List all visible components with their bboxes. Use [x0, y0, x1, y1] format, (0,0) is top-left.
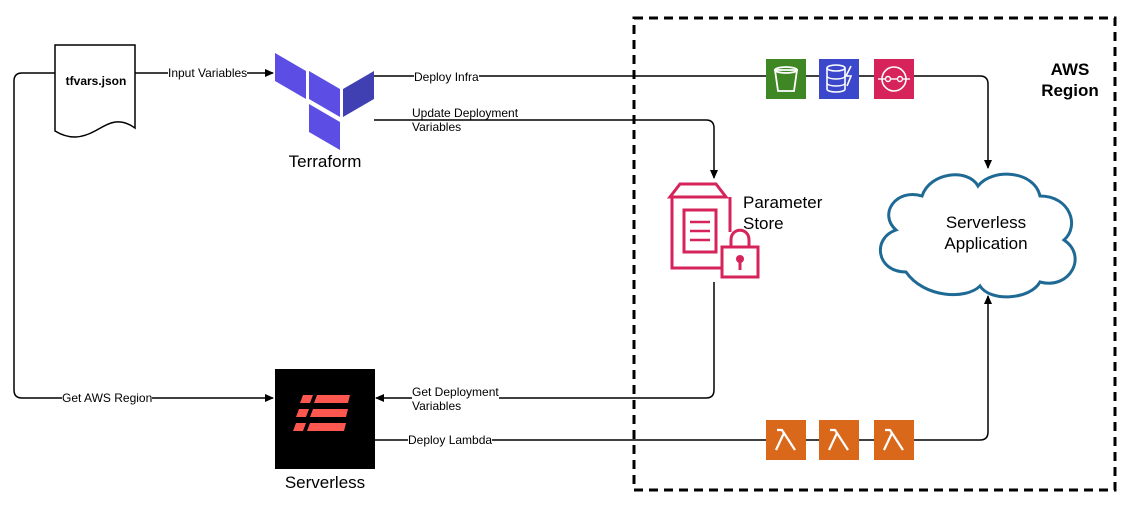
lambda-icon: [766, 420, 806, 460]
lambda-icon: [874, 420, 914, 460]
edge-get-aws-region: [13, 72, 274, 402]
edge-deploy-lambda: [374, 295, 992, 441]
tfvars-label: tfvars.json: [65, 74, 127, 88]
edge-label-input-variables: Input Variables: [168, 66, 248, 80]
edge-deploy-infra: [374, 75, 992, 169]
edge-label-get-deployment-variables: Get Deployment Variables: [412, 385, 499, 413]
edge-label-deploy-infra: Deploy Infra: [414, 70, 479, 84]
parameter-store-icon: [666, 182, 760, 279]
edge-label-deploy-lambda: Deploy Lambda: [408, 433, 493, 447]
tfvars-document-icon: [54, 44, 136, 138]
serverless-app-label: Serverless Application: [944, 213, 1028, 253]
terraform-logo: [275, 53, 374, 150]
lambda-icon: [819, 420, 859, 460]
serverless-logo: [275, 369, 375, 469]
edge-update-deployment-variables: [374, 119, 718, 179]
aws-region-label: AWS Region: [1041, 60, 1099, 100]
edge-get-deployment-variables: [375, 282, 715, 402]
eventbridge-icon: [874, 59, 914, 99]
edge-label-get-aws-region: Get AWS Region: [62, 391, 153, 405]
aws-region-boundary: [632, 16, 1117, 492]
edge-label-update-deployment-variables: Update Deployment Variables: [412, 106, 519, 134]
terraform-label: Terraform: [288, 152, 362, 171]
cloud-icon: [879, 172, 1077, 299]
parameter-store-label: Parameter Store: [743, 193, 823, 233]
s3-bucket-icon: [766, 59, 806, 99]
serverless-label: Serverless: [284, 473, 366, 492]
dynamodb-icon: [819, 59, 859, 99]
